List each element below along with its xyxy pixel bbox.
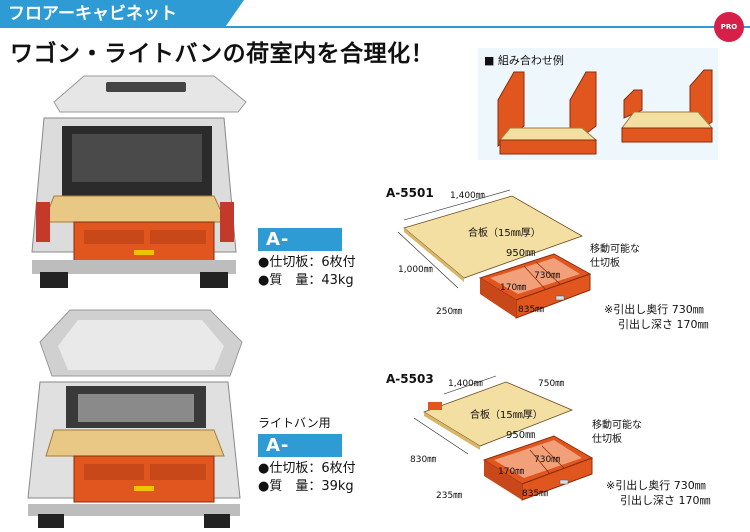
subtitle-a5503: ライトバン用	[258, 416, 331, 430]
partition-label-a5503: 仕切板	[592, 432, 622, 445]
board-label-a5501: 合板（15㎜厚）	[468, 226, 541, 239]
cabinet-diagram-a5501: 1,400㎜ 1,000㎜ 250㎜ 合板（15㎜厚） 950㎜ 730㎜ 17…	[397, 189, 640, 319]
board-label-a5503: 合板（15㎜厚）	[470, 408, 543, 421]
spec-partition-a5501: ●仕切板：6枚付	[258, 255, 356, 270]
dim-height-a5503: 235㎜	[436, 491, 462, 501]
diagram-title-a5501: A-5501	[386, 186, 434, 200]
partition-label-a5501: 仕切板	[590, 256, 620, 269]
dim-depth-a5503: 830㎜	[410, 455, 436, 465]
spec-weight-a5503: ●質 量：39kg	[258, 479, 354, 494]
dim-width-a5501: 1,400㎜	[450, 191, 485, 201]
dim-height-a5501: 250㎜	[436, 307, 462, 317]
dim-drawer-width-a5503: 950㎜	[506, 430, 535, 441]
dim-inner-height-a5501: 170㎜	[500, 283, 526, 293]
dim-inner-height-a5503: 170㎜	[498, 467, 524, 477]
dim-inner-width-a5503: 835㎜	[522, 489, 548, 499]
drawer-height-note-a5503: 引出し深さ 170㎜	[620, 494, 711, 507]
dim-width-a5503: 1,400㎜	[448, 379, 483, 389]
header-rule	[0, 26, 750, 28]
model-badge-a5503: A-5503	[258, 434, 342, 479]
dim-width2-a5503: 750㎜	[538, 379, 564, 389]
model-badge-a5501: A-5501	[258, 228, 342, 273]
dim-drawer-depth-a5503: 730㎜	[534, 455, 560, 465]
combination-example-illustration	[497, 69, 714, 155]
page-headline: ワゴン・ライトバンの荷室内を合理化！	[10, 41, 435, 67]
lightvan-photo	[14, 302, 254, 528]
spec-partition-a5503: ●仕切板：6枚付	[258, 461, 356, 476]
dim-drawer-width-a5501: 950㎜	[506, 248, 535, 259]
dim-inner-width-a5501: 835㎜	[518, 305, 544, 315]
spec-weight-a5501: ●質 量：43kg	[258, 273, 354, 288]
pro-logo: PRO	[714, 12, 744, 42]
movable-label-a5503: 移動可能な	[592, 418, 642, 431]
dim-drawer-depth-a5501: 730㎜	[534, 271, 560, 281]
wagon-photo	[14, 72, 254, 290]
combination-example-label: ■ 組み合わせ例	[484, 54, 564, 67]
drawer-depth-note-a5501: ※引出し奥行 730㎜	[604, 303, 704, 316]
section-title: フロアーキャビネット	[0, 0, 244, 28]
diagram-title-a5503: A-5503	[386, 372, 434, 386]
cabinet-diagram-a5503: 1,400㎜ 750㎜ 830㎜ 235㎜ 合板（15㎜厚） 950㎜ 730㎜…	[410, 375, 642, 501]
movable-label-a5501: 移動可能な	[590, 242, 640, 255]
dim-depth-a5501: 1,000㎜	[398, 265, 433, 275]
drawer-depth-note-a5503: ※引出し奥行 730㎜	[606, 479, 706, 492]
drawer-height-note-a5501: 引出し深さ 170㎜	[618, 318, 709, 331]
